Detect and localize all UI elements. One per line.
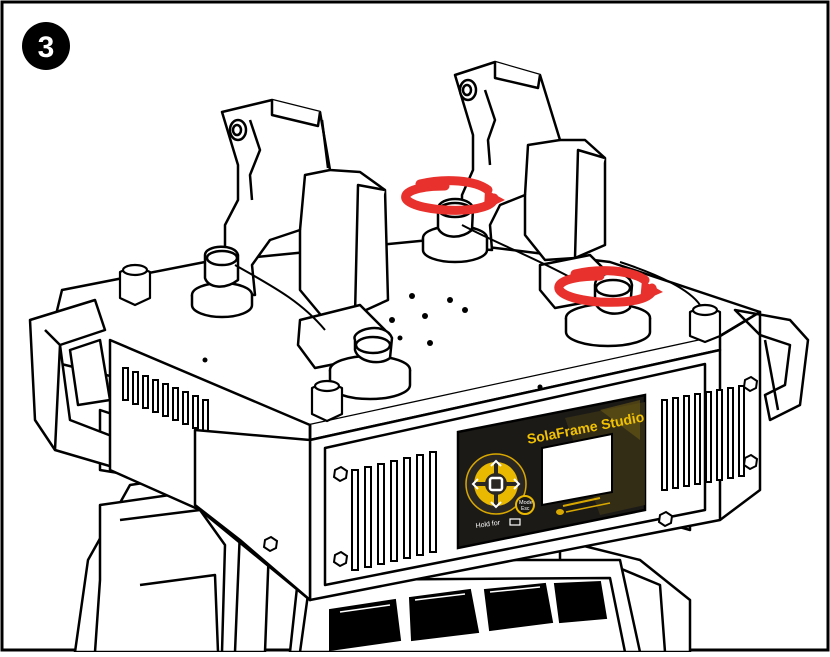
- left-handle: [28, 298, 222, 477]
- hold-key-icon: [509, 518, 521, 526]
- right-handle: [733, 308, 810, 422]
- dpad-icon[interactable]: [465, 453, 527, 515]
- corner-bolts: [118, 263, 722, 423]
- left-clamp: [220, 98, 390, 322]
- mode-button[interactable]: Mode Esc: [515, 495, 535, 515]
- rotate-arrow-icon-2: [554, 266, 663, 307]
- lens-grill: [329, 580, 608, 652]
- mode-label: Mode: [519, 500, 533, 506]
- left-vents: [122, 367, 209, 433]
- step-number: 3: [38, 31, 55, 64]
- front-vents-right: [661, 385, 745, 491]
- safety-cables: [234, 224, 701, 331]
- right-side-panel: [719, 310, 762, 521]
- step-badge: 3: [22, 22, 70, 70]
- deck-holes: [202, 293, 543, 390]
- hold-label: Hold for: [475, 520, 501, 530]
- control-panel: SolaFrame Studio Mode Esc Hold for: [456, 393, 647, 550]
- esc-label: Esc: [521, 506, 530, 512]
- front-screws: [262, 375, 759, 568]
- right-clamp: [453, 60, 607, 262]
- rotate-arrow-icon: [401, 176, 505, 215]
- screen: [541, 432, 613, 507]
- front-vents-left: [351, 451, 437, 571]
- left-clamp-knob: [190, 245, 254, 319]
- left-clamp-base: [296, 303, 412, 401]
